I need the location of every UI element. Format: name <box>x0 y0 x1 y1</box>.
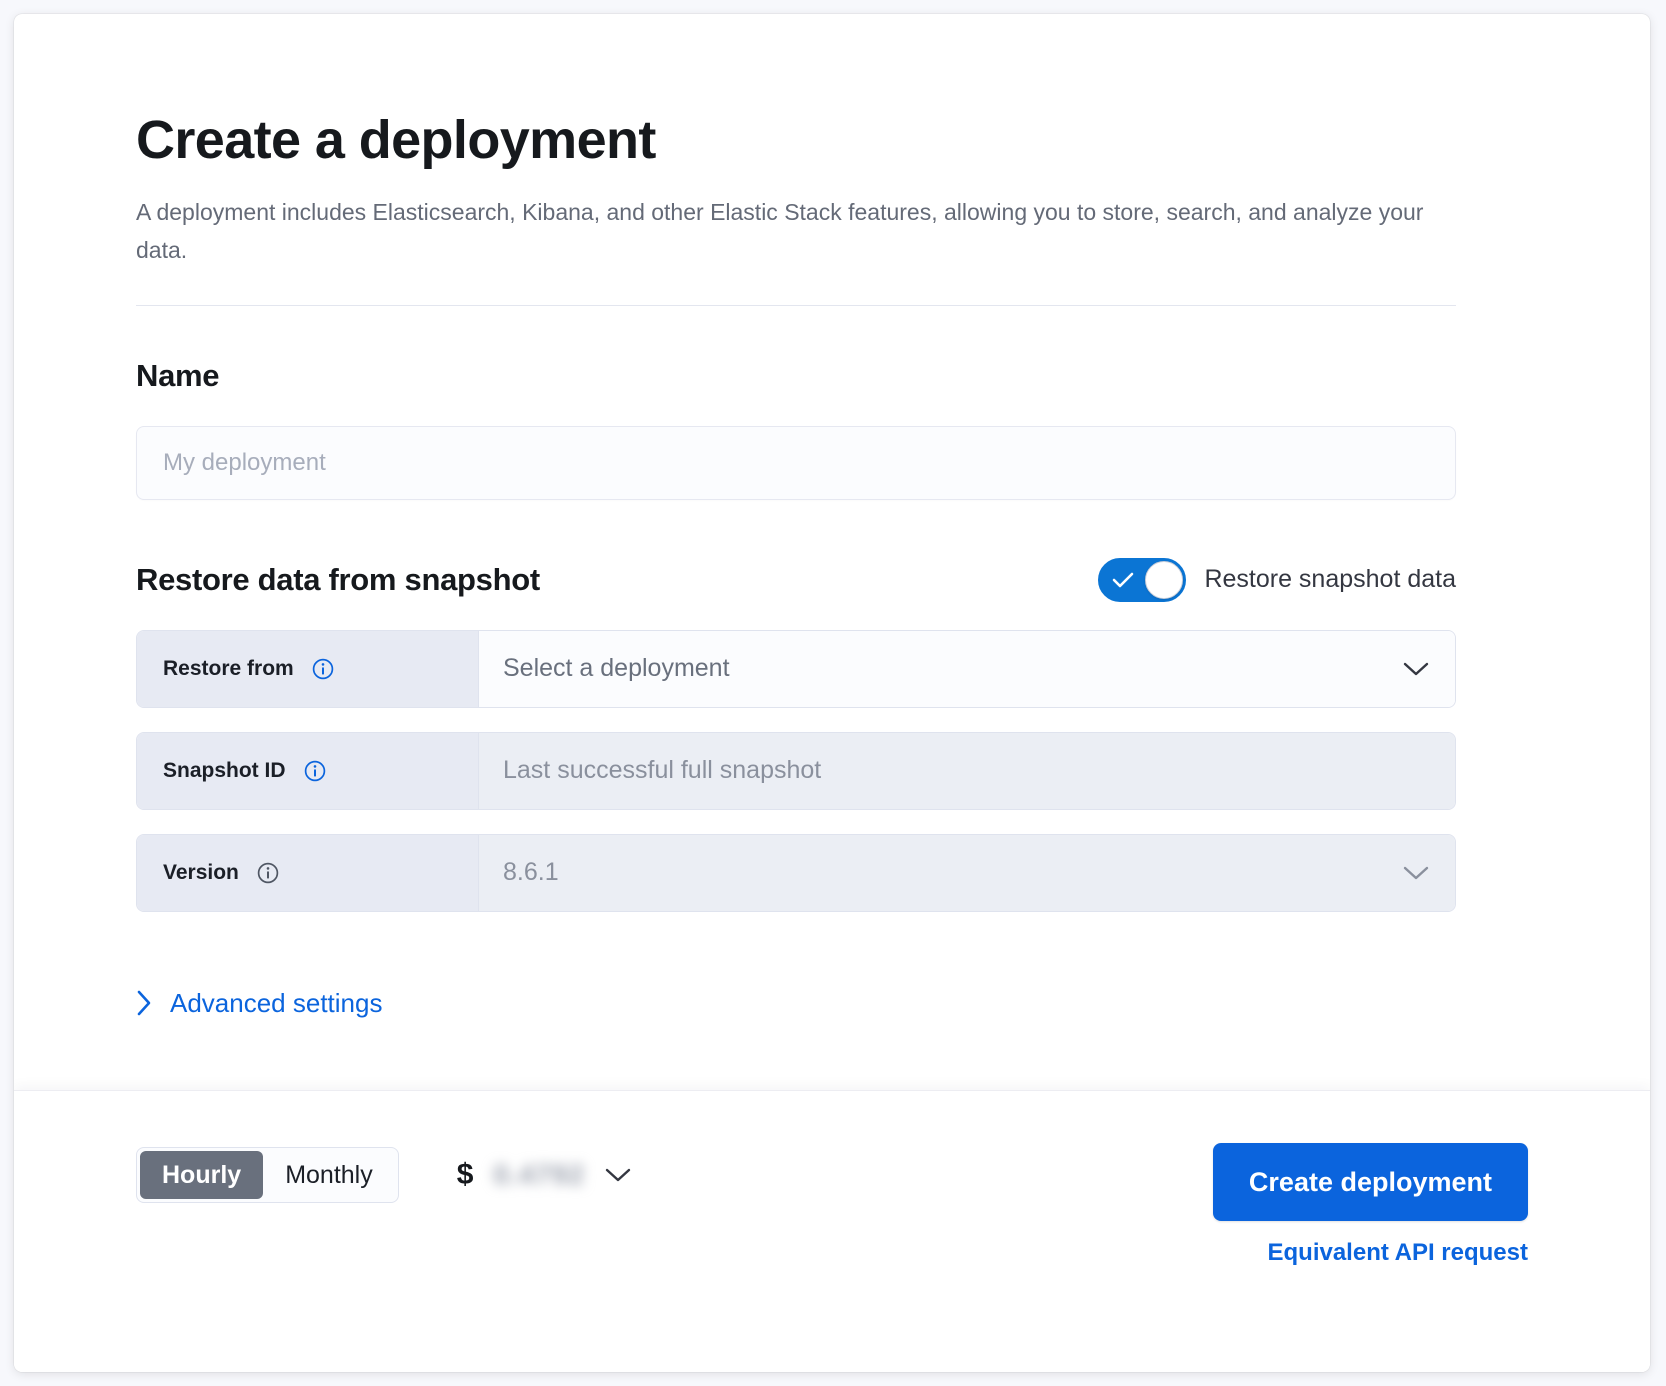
header-divider <box>136 304 1456 306</box>
footer-bar: Hourly Monthly $ 0.4792 Create deploymen… <box>14 1090 1650 1372</box>
form-row-snapshot-id: Snapshot ID Last successful full snapsho… <box>136 731 1456 810</box>
billing-option-hourly[interactable]: Hourly <box>140 1151 264 1199</box>
info-icon[interactable] <box>257 862 279 884</box>
billing-period-toggle[interactable]: Hourly Monthly <box>136 1147 399 1203</box>
restore-from-label: Restore from <box>163 656 294 680</box>
restore-from-select[interactable]: Select a deployment <box>479 630 1455 707</box>
chevron-down-icon[interactable] <box>605 1167 631 1183</box>
create-deployment-panel: Create a deployment A deployment include… <box>14 14 1650 1372</box>
panel-body: Create a deployment A deployment include… <box>14 14 1650 1021</box>
version-value: 8.6.1 <box>503 858 559 887</box>
form-row-label-restore-from: Restore from <box>137 630 479 707</box>
form-row-restore-from: Restore from Select a deployment <box>136 629 1456 708</box>
footer-left-group: Hourly Monthly $ 0.4792 <box>136 1143 631 1203</box>
restore-snapshot-toggle-label: Restore snapshot data <box>1204 565 1456 594</box>
deployment-name-input[interactable]: My deployment <box>136 425 1456 500</box>
chevron-right-icon <box>137 991 151 1016</box>
equivalent-api-request-link[interactable]: Equivalent API request <box>1267 1239 1528 1266</box>
restore-snapshot-toggle-group[interactable]: Restore snapshot data <box>1098 557 1456 602</box>
page-subtitle: A deployment includes Elasticsearch, Kib… <box>136 199 1424 263</box>
toggle-knob <box>1145 560 1184 599</box>
restore-form-rows: Restore from Select a deployment <box>136 629 1456 912</box>
content-column: Create a deployment A deployment include… <box>136 110 1456 1021</box>
currency-symbol: $ <box>456 1158 474 1191</box>
info-icon[interactable] <box>304 760 326 782</box>
form-row-version: Version 8.6.1 <box>136 833 1456 912</box>
version-select[interactable]: 8.6.1 <box>479 834 1455 911</box>
name-section-heading: Name <box>136 357 220 393</box>
restore-snapshot-toggle[interactable] <box>1098 557 1187 602</box>
chevron-down-icon[interactable] <box>1403 865 1429 881</box>
info-icon[interactable] <box>312 658 334 680</box>
create-deployment-button[interactable]: Create deployment <box>1212 1143 1528 1221</box>
footer-inner: Hourly Monthly $ 0.4792 Create deploymen… <box>14 1091 1650 1372</box>
advanced-settings-label: Advanced settings <box>170 987 383 1018</box>
form-row-label-version: Version <box>137 834 479 911</box>
footer-right-group: Create deployment Equivalent API request <box>1212 1143 1528 1267</box>
snapshot-id-input[interactable]: Last successful full snapshot <box>479 732 1455 809</box>
price-amount: 0.4792 <box>493 1159 586 1190</box>
advanced-settings-link[interactable]: Advanced settings <box>136 988 382 1019</box>
check-icon <box>1113 572 1134 588</box>
restore-from-value: Select a deployment <box>503 654 730 683</box>
snapshot-id-label: Snapshot ID <box>163 758 286 782</box>
snapshot-id-value: Last successful full snapshot <box>503 756 822 785</box>
form-row-label-snapshot-id: Snapshot ID <box>137 732 479 809</box>
version-label: Version <box>163 860 239 884</box>
name-section: Name My deployment <box>136 358 1456 500</box>
price-display[interactable]: $ 0.4792 <box>457 1158 631 1192</box>
deployment-name-placeholder: My deployment <box>163 448 326 476</box>
chevron-down-icon[interactable] <box>1403 661 1429 677</box>
billing-option-monthly[interactable]: Monthly <box>285 1160 373 1189</box>
restore-section-header: Restore data from snapshot Restore snaps… <box>136 557 1456 602</box>
restore-section-heading: Restore data from snapshot <box>136 561 540 597</box>
page-title: Create a deployment <box>136 110 656 170</box>
